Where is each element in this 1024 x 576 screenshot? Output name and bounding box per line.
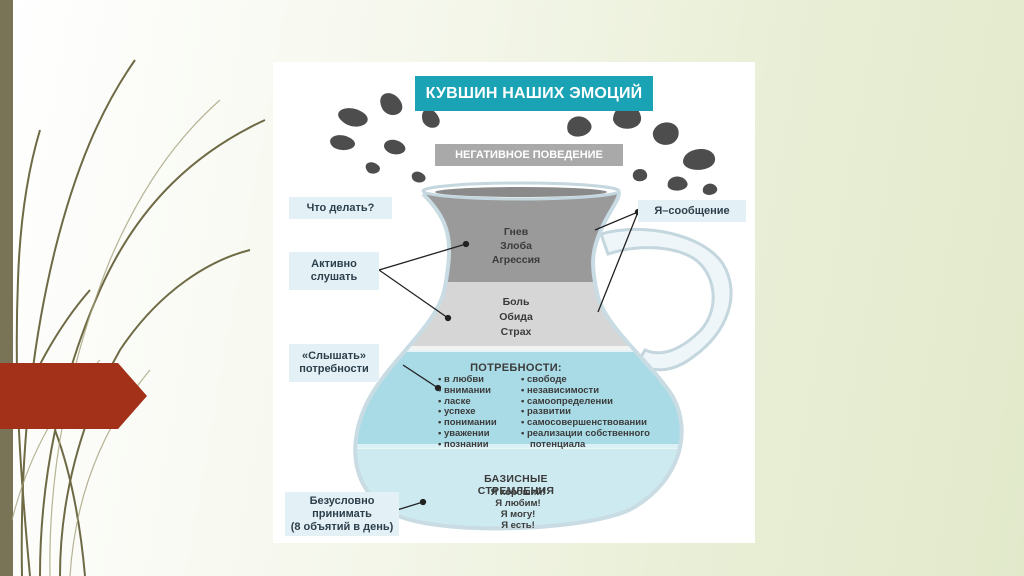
label-hear-needs-line2: потребности [299, 363, 369, 375]
label-accept-line1: Безусловно [309, 494, 375, 507]
need-item: внимании [438, 385, 497, 397]
need-item: ласке [438, 396, 497, 408]
need-item: реализации собственного [521, 428, 650, 440]
basic-title: БАЗИСНЫЕ СТРЕМЛЕНИЯ [477, 473, 555, 497]
need-item: понимании [438, 417, 497, 429]
label-active-listen-line1: Активно [311, 258, 357, 270]
needs-list-left: в любви внимании ласке успехе понимании … [438, 374, 497, 451]
aggression-word: Агрессия [491, 254, 541, 266]
basic-line: Я любим! [495, 498, 541, 509]
connector-lines [378, 208, 642, 511]
layer-anger-text: Гнев Злоба Агрессия [481, 225, 551, 267]
label-accept-line3: (8 объятий в день) [290, 520, 394, 533]
fear-word: Страх [500, 326, 532, 338]
need-item: познании [438, 439, 497, 451]
diagram-title: КУВШИН НАШИХ ЭМОЦИЙ [415, 76, 653, 111]
label-active-listen-line2: слушать [310, 271, 358, 283]
negative-behavior-label: НЕГАТИВНОЕ ПОВЕДЕНИЕ [435, 144, 623, 166]
label-i-message: Я–сообщение [638, 200, 746, 222]
label-hear-needs-line1: «Слышать» [302, 350, 366, 362]
need-item: в любви [438, 374, 497, 386]
label-hear-needs: «Слышать» потребности [289, 344, 379, 382]
label-what-to-do: Что делать? [289, 197, 392, 219]
left-strip [0, 0, 13, 576]
need-item: самосовершенствовании [521, 417, 650, 429]
needs-title: ПОТРЕБНОСТИ: [470, 362, 562, 374]
red-arrow-shape [0, 363, 147, 429]
layer-pain-text: Боль Обида Страх [486, 295, 546, 340]
jug-diagram: КУВШИН НАШИХ ЭМОЦИЙ НЕГАТИВНОЕ ПОВЕДЕНИЕ… [273, 62, 755, 543]
need-item-continuation: потенциала [530, 438, 586, 450]
basic-line: Я есть! [501, 520, 535, 531]
malice-word: Злоба [500, 240, 532, 252]
need-item: уважении [438, 428, 497, 440]
need-item: развитии [521, 407, 650, 418]
label-accept: Безусловно принимать (8 объятий в день) [285, 492, 399, 536]
basic-lines: Я хороший! Я любим! Я могу! Я есть! [473, 487, 563, 531]
need-item: независимости [521, 385, 650, 397]
need-item: свободе [521, 374, 650, 386]
pain-word: Боль [502, 296, 530, 308]
needs-list-right: свободе независимости самоопределении ра… [521, 374, 650, 451]
resentment-word: Обида [499, 311, 533, 323]
basic-line: Я могу! [500, 509, 536, 520]
anger-word: Гнев [503, 226, 529, 238]
basic-line: Я хороший! [490, 487, 546, 498]
need-item: самоопределении [521, 396, 650, 408]
label-accept-line2: принимать [312, 507, 372, 520]
need-item: успехе [438, 407, 497, 418]
grass-decoration [11, 59, 266, 576]
label-active-listen: Активно слушать [289, 252, 379, 290]
